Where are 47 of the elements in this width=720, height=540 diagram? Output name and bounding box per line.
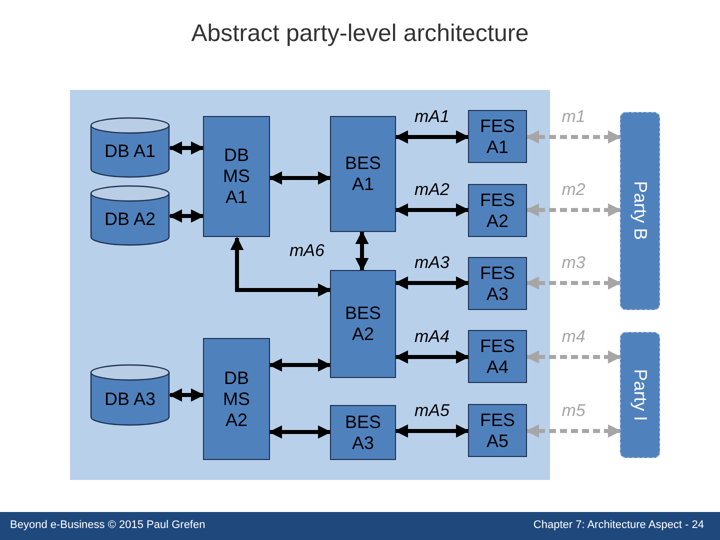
edge-label: m1 [560, 107, 586, 127]
dashed-arrow [526, 350, 622, 364]
arrow [394, 276, 470, 290]
database-cylinder: DB A3 [90, 364, 170, 426]
party-box: Party I [620, 332, 660, 458]
database-cylinder: DB A2 [90, 185, 170, 246]
process-box: FES A4 [468, 330, 527, 383]
process-box: FES A3 [468, 257, 527, 310]
edge-label: mA6 [288, 241, 326, 261]
edge-label: mA5 [414, 401, 450, 421]
arrow [168, 388, 204, 402]
process-box: FES A5 [468, 404, 527, 457]
arrow [268, 171, 332, 185]
edge-label: m5 [560, 401, 586, 421]
process-box: FES A2 [468, 184, 527, 237]
arrow [268, 425, 332, 439]
footer-text: Chapter 7: Architecture Aspect - 24 [533, 519, 704, 531]
arrow [268, 358, 332, 372]
edge-label: m2 [560, 180, 586, 200]
footer-text: Beyond e-Business © 2015 Paul Grefen [10, 519, 206, 531]
process-box: BES A3 [330, 405, 396, 460]
edge-label: mA3 [414, 253, 450, 273]
process-box: BES A2 [330, 270, 396, 378]
slide-title: Abstract party-level architecture [190, 20, 530, 48]
edge-label: mA2 [414, 180, 450, 200]
dashed-arrow [526, 424, 622, 438]
arrow [394, 350, 470, 364]
database-cylinder: DB A1 [90, 117, 170, 178]
edge-label: mA4 [414, 327, 450, 347]
edge-label: m4 [560, 327, 586, 347]
dashed-arrow [526, 130, 622, 144]
process-box: FES A1 [468, 110, 527, 163]
party-box: Party B [620, 112, 660, 310]
arrow [230, 236, 332, 297]
edge-label: mA1 [414, 107, 450, 127]
arrow [394, 130, 470, 144]
process-box: DB MS A2 [203, 338, 270, 460]
dashed-arrow [526, 276, 622, 290]
arrow [168, 141, 204, 155]
arrow [394, 203, 470, 217]
dashed-arrow [526, 203, 622, 217]
process-box: BES A1 [330, 116, 396, 232]
edge-label: m3 [560, 253, 586, 273]
arrow [394, 424, 470, 438]
arrow [355, 230, 369, 272]
process-box: DB MS A1 [203, 116, 270, 237]
arrow [168, 209, 204, 223]
